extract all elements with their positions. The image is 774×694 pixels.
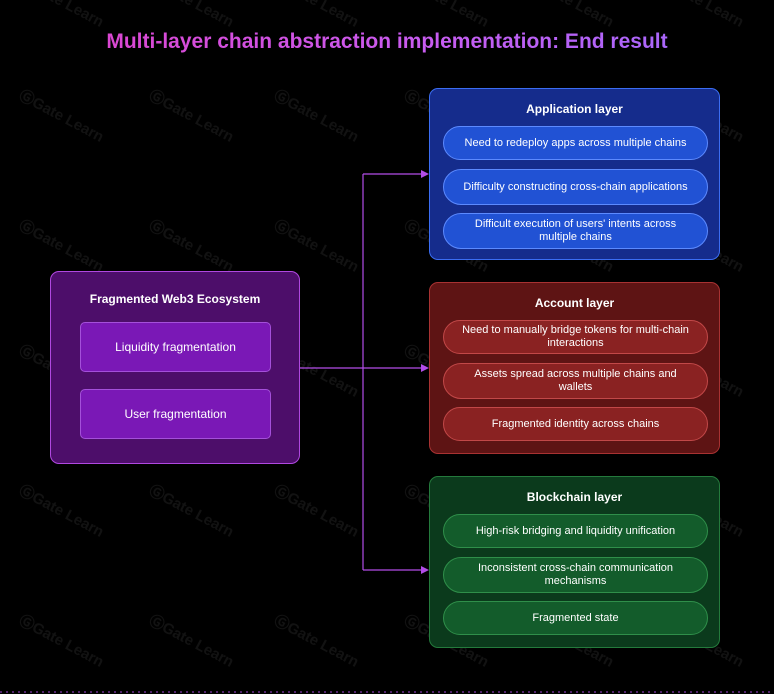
application-layer-box: Application layer Need to redeploy apps … — [429, 88, 720, 260]
user-fragmentation-item: User fragmentation — [80, 389, 271, 439]
account-item-1: Need to manually bridge tokens for multi… — [443, 320, 708, 354]
blockchain-item-1: High-risk bridging and liquidity unifica… — [443, 514, 708, 548]
fragmented-ecosystem-box: Fragmented Web3 Ecosystem Liquidity frag… — [50, 271, 300, 464]
account-layer-box: Account layer Need to manually bridge to… — [429, 282, 720, 454]
fragmented-ecosystem-title: Fragmented Web3 Ecosystem — [89, 292, 261, 306]
blockchain-item-3: Fragmented state — [443, 601, 708, 635]
page-title: Multi-layer chain abstraction implementa… — [0, 30, 774, 54]
bottom-dotted-border — [0, 691, 774, 693]
arrowhead-application — [421, 170, 429, 178]
account-item-3: Fragmented identity across chains — [443, 407, 708, 441]
liquidity-fragmentation-item: Liquidity fragmentation — [80, 322, 271, 372]
application-item-3: Difficult execution of users' intents ac… — [443, 213, 708, 249]
arrowhead-blockchain — [421, 566, 429, 574]
blockchain-item-2: Inconsistent cross-chain communication m… — [443, 557, 708, 593]
application-item-2: Difficulty constructing cross-chain appl… — [443, 169, 708, 205]
account-layer-title: Account layer — [534, 296, 615, 310]
account-item-2: Assets spread across multiple chains and… — [443, 363, 708, 399]
blockchain-layer-title: Blockchain layer — [526, 490, 623, 504]
application-item-1: Need to redeploy apps across multiple ch… — [443, 126, 708, 160]
blockchain-layer-box: Blockchain layer High-risk bridging and … — [429, 476, 720, 648]
application-layer-title: Application layer — [526, 102, 623, 116]
arrowhead-account — [421, 364, 429, 372]
